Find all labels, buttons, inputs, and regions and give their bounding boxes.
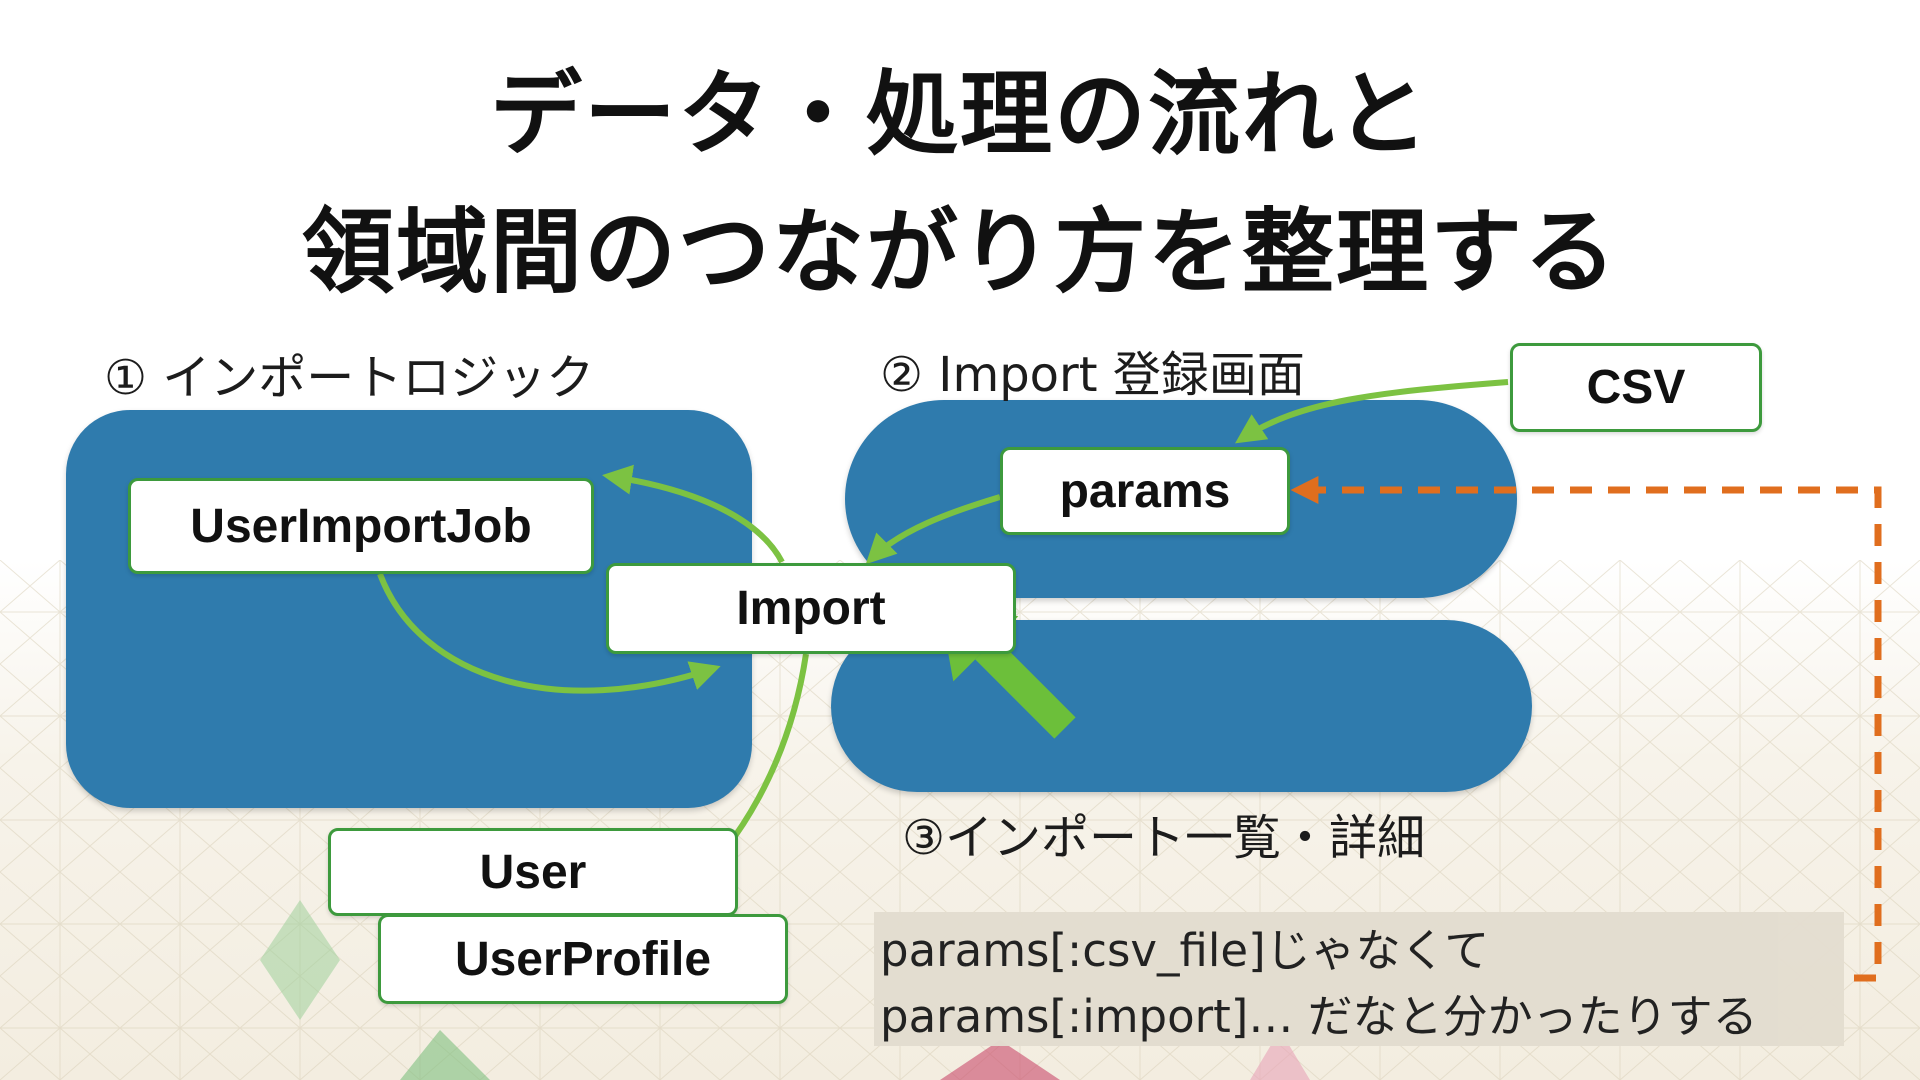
- node-user-import-job: UserImportJob: [128, 478, 594, 574]
- node-import-label: Import: [736, 582, 886, 635]
- node-user-profile: UserProfile: [378, 914, 788, 1004]
- node-user-label: User: [479, 845, 587, 899]
- node-user: User: [328, 828, 738, 916]
- section-label-import-list: ③インポート一覧・詳細: [902, 810, 1426, 866]
- node-csv-label: CSV: [1586, 361, 1686, 414]
- page-title-line-1: データ・処理の流れと: [489, 61, 1430, 168]
- node-user-import-job-label: UserImportJob: [190, 499, 532, 553]
- section-label-import-form: ② Import 登録画面: [880, 347, 1305, 403]
- page-title-line-2: 領域間のつながり方を整理する: [301, 199, 1618, 306]
- node-params: params: [1000, 447, 1290, 535]
- node-params-label: params: [1059, 464, 1231, 518]
- decor-leaf-pink: [1250, 1030, 1310, 1080]
- note-line-1: params[:csv_file]じゃなくて: [880, 924, 1490, 977]
- section-label-import-logic: ① インポートロジック: [104, 350, 595, 406]
- note-line-2: params[:import]… だなと分かったりする: [880, 990, 1758, 1043]
- node-user-profile-label: UserProfile: [454, 932, 712, 986]
- decor-leaf-green: [260, 900, 340, 1020]
- decor-leaf-red: [940, 1040, 1060, 1080]
- note-box: params[:csv_file]じゃなくて params[:import]… …: [874, 912, 1844, 1046]
- node-import: Import: [606, 563, 1016, 654]
- decor-leaf-green: [400, 1030, 490, 1080]
- node-csv: CSV: [1510, 343, 1762, 432]
